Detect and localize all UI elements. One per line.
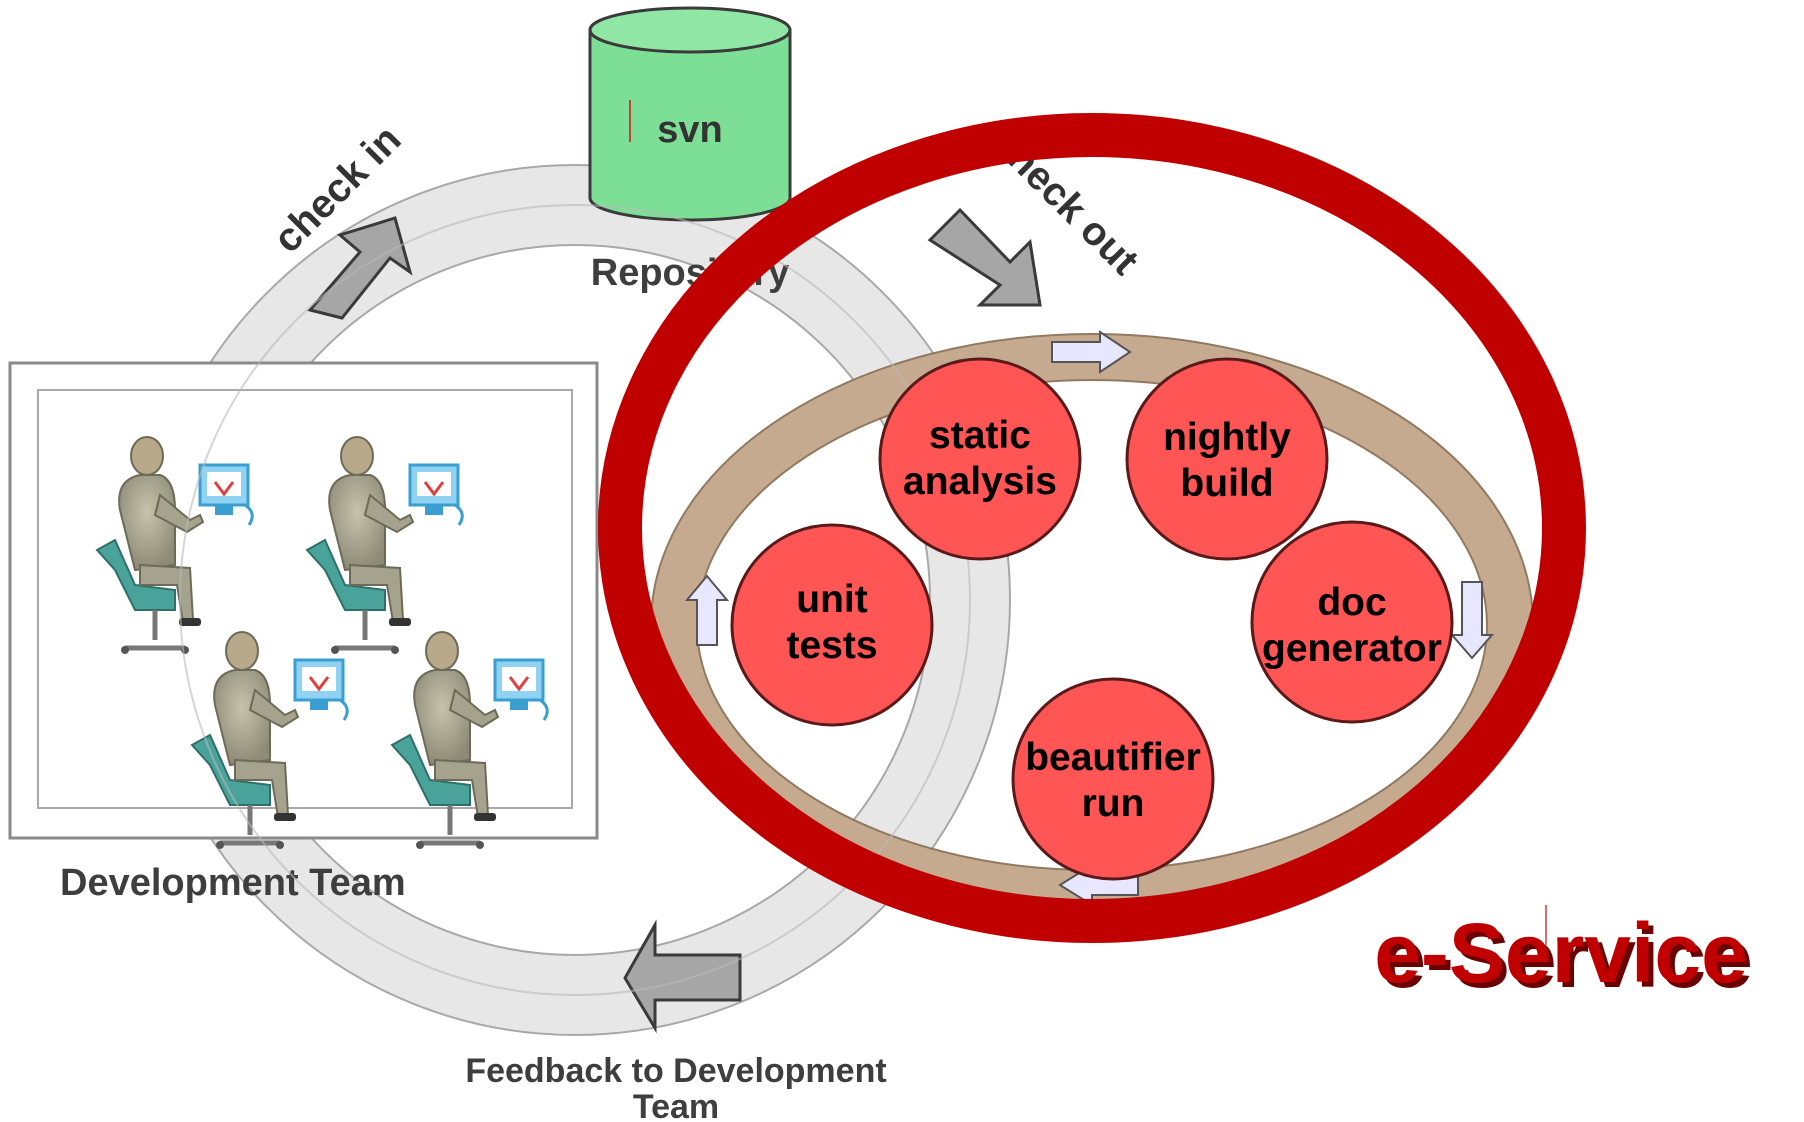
node-static-analysis-line1: static [929, 414, 1031, 457]
node-doc-generator-line2: generator [1262, 627, 1442, 670]
feedback-arrow [623, 919, 742, 1034]
repository-db-label: svn [657, 109, 722, 151]
development-team-caption: Development Team [60, 862, 406, 904]
node-nightly-build-line1: nightly [1163, 416, 1291, 459]
check-out-arrow [927, 207, 1042, 307]
ci-flow-arrow-right [1051, 330, 1132, 374]
node-nightly-build-line2: build [1180, 462, 1273, 505]
brand-shadow: e-Service [1379, 911, 1753, 1005]
highlight-ellipse [598, 113, 1586, 943]
feedback-label-line2: Team [633, 1088, 719, 1122]
node-unit-tests-line1: unit [796, 578, 867, 621]
node-unit-tests: unit tests [730, 523, 934, 727]
node-static-analysis: static analysis [878, 357, 1082, 561]
node-unit-tests-line2: tests [786, 624, 877, 667]
node-beautifier-run: beautifier run [1011, 677, 1215, 881]
node-doc-generator: doc generator [1250, 520, 1454, 724]
node-doc-generator-line1: doc [1317, 581, 1386, 624]
node-static-analysis-line2: analysis [903, 460, 1057, 503]
brand-text: e-Service [1374, 906, 1748, 1000]
node-beautifier-run-line1: beautifier [1025, 736, 1201, 779]
feedback-label-line1: Feedback to Development [465, 1052, 886, 1090]
development-team-box [8, 361, 599, 849]
repository-cylinder [588, 6, 792, 222]
ci-flow-arrow-up [684, 574, 730, 646]
node-beautifier-run-line2: run [1082, 782, 1145, 825]
ci-flow-arrow-down [1449, 581, 1495, 660]
node-nightly-build: nightly build [1125, 357, 1329, 561]
